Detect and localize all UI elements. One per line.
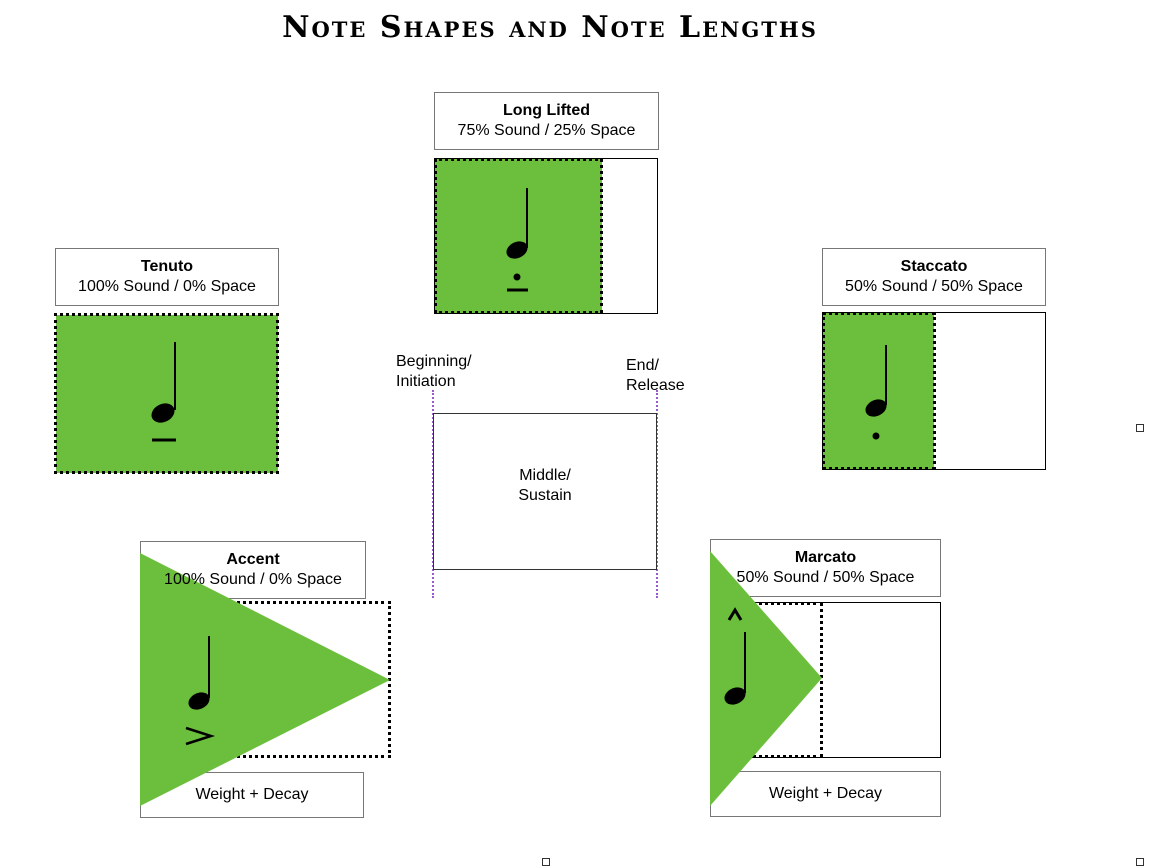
marcato-ratio-overlay: 50% Sound / 50% Space <box>736 569 915 586</box>
tenuto-sound-fill <box>56 315 278 473</box>
end-label-line1: End/ <box>626 357 659 374</box>
accent-label-overlay: Accent 100% Sound / 0% Space <box>140 550 366 590</box>
tenuto-name: Tenuto <box>140 258 194 275</box>
resize-handle-bottom-right[interactable] <box>1136 858 1144 866</box>
beginning-label-line2: Initiation <box>396 373 456 390</box>
staccato-sound-outline <box>822 312 936 470</box>
tenuto-label: Tenuto 100% Sound / 0% Space <box>55 248 279 306</box>
accent-footer-text: Weight + Decay <box>195 786 309 803</box>
resize-handle-right[interactable] <box>1136 424 1144 432</box>
middle-sustain-box: Middle/ Sustain <box>433 413 657 570</box>
accent-footer: Weight + Decay <box>140 772 364 818</box>
staccato-sound-fill <box>823 313 934 469</box>
marcato-label-overlay: Marcato 50% Sound / 50% Space <box>710 548 941 588</box>
accent-sound-outline <box>140 601 391 758</box>
middle-label-line1: Middle/ <box>519 467 571 484</box>
page-title: Note Shapes and Note Lengths <box>282 10 818 45</box>
staccato-label: Staccato 50% Sound / 50% Space <box>822 248 1046 306</box>
end-label: End/ Release <box>626 356 685 396</box>
marcato-footer: Weight + Decay <box>710 771 941 817</box>
long-lifted-name: Long Lifted <box>502 102 591 119</box>
end-boundary-line <box>656 390 658 598</box>
beginning-label-line1: Beginning/ <box>396 353 472 370</box>
accent-ratio-overlay: 100% Sound / 0% Space <box>164 571 342 588</box>
middle-label-line2: Sustain <box>518 487 572 504</box>
marcato-sound-outline <box>710 602 823 758</box>
tenuto-ratio: 100% Sound / 0% Space <box>78 278 256 295</box>
marcato-footer-text: Weight + Decay <box>768 785 883 802</box>
end-label-line2: Release <box>626 377 685 394</box>
long-lifted-sound-outline <box>434 158 603 314</box>
long-lifted-sound-fill <box>435 159 602 313</box>
staccato-name: Staccato <box>900 258 968 275</box>
tenuto-sound-outline <box>54 313 279 474</box>
staccato-ratio: 50% Sound / 50% Space <box>845 278 1023 295</box>
resize-handle-bottom[interactable] <box>542 858 550 866</box>
long-lifted-label: Long Lifted 75% Sound / 25% Space <box>434 92 659 150</box>
accent-name-overlay: Accent <box>226 551 280 568</box>
long-lifted-ratio: 75% Sound / 25% Space <box>457 122 636 139</box>
beginning-label: Beginning/ Initiation <box>396 352 472 392</box>
marcato-name-overlay: Marcato <box>794 549 857 566</box>
